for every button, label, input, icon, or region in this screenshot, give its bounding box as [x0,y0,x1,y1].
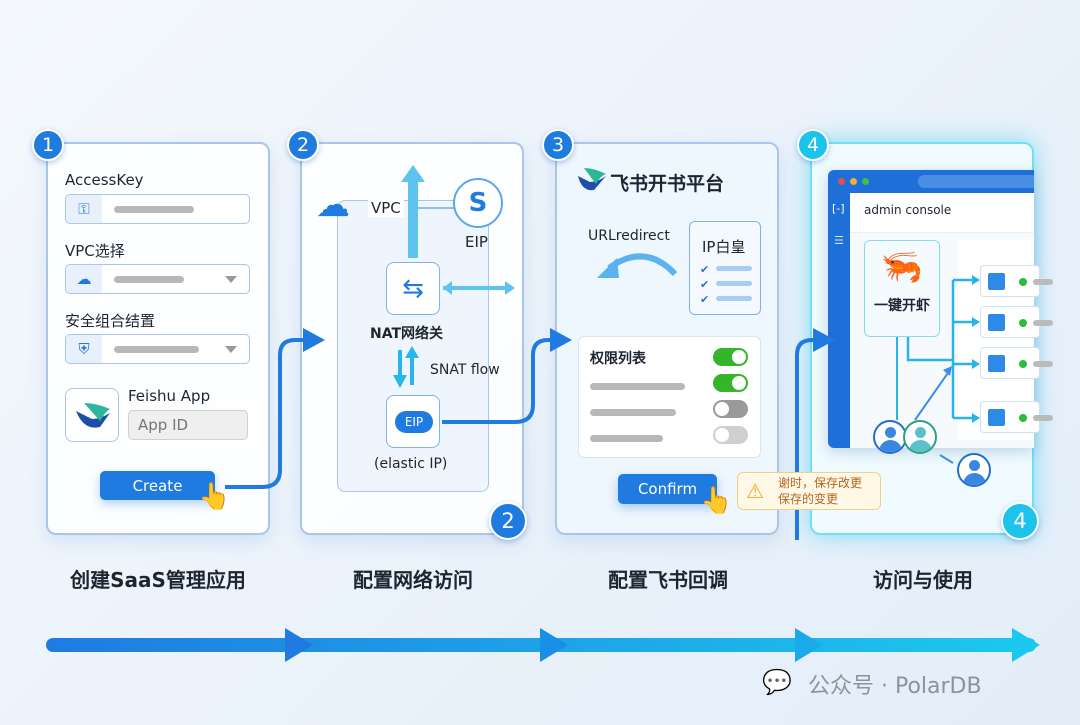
database-icon: ☰ [834,234,844,247]
confirm-button[interactable]: Confirm [618,474,717,504]
pointer-hand-icon: 👆 [198,482,231,512]
chevron-down-icon [225,346,237,353]
step-4-title: 访问与使用 [873,568,973,592]
step-badge-3: 3 [542,129,574,161]
shrimp-label: 一键开虾 [874,298,930,314]
redirect-arrow-icon [597,253,678,278]
vpc-label: VPC [368,199,404,217]
chevron-down-icon [225,276,237,283]
platform-title: 飞书开书平台 [610,173,725,195]
instance-row[interactable] [980,306,1053,338]
eip-top-label: EIP [465,233,488,251]
feishu-app-label: Feishu App [128,387,211,405]
step-badge-2: 2 [287,129,319,161]
access-key-input[interactable]: ⚿ [65,194,250,224]
one-click-deploy-card[interactable]: 🦐 一键开虾 [864,240,940,337]
snat-label: SNAT flow [430,362,500,378]
watermark: 公众号 · PolarDB [808,674,982,699]
checkmark-icons: ✔✔✔ [700,263,710,306]
toggle-knob [715,428,729,442]
permissions-title: 权限列表 [590,351,646,367]
eip-box: EIP [386,395,440,448]
user-avatar-icon [873,420,907,454]
warning-icon: ⚠ [746,479,764,503]
shrimp-icon: 🦐 [880,247,924,287]
instance-row[interactable] [980,401,1053,433]
console-connectors [896,275,980,464]
permission-toggle[interactable] [713,400,748,418]
app-id-input[interactable] [128,410,248,440]
vpc-select[interactable]: ☁ [65,264,250,294]
elastic-ip-label: (elastic IP) [374,456,448,472]
feishu-logo [65,388,119,442]
url-redirect-label: URLredirect [588,228,670,244]
vpc-label: VPC选择 [65,242,125,260]
cloud-icon: ☁ [66,265,102,293]
instance-row[interactable] [980,347,1053,379]
corner-badge-4: 4 [1001,502,1039,540]
feishu-logo [578,168,606,191]
user-avatar-icon [903,420,937,454]
security-group-label: 安全组合结置 [65,312,156,330]
security-group-select[interactable]: ⛨ [65,334,250,364]
console-title: admin console [864,203,952,217]
wechat-icon: 💬 [762,668,792,696]
nat-label: NAT网络关 [370,326,444,342]
tooltip-line-2: 保存的变更 [778,492,839,506]
step-badge-1: 1 [32,129,64,161]
instance-row[interactable] [980,265,1053,297]
save-tooltip: ⚠ 谢时，保存改更保存的变更 [737,472,881,510]
network-connectors [393,165,515,388]
toggle-knob [715,402,729,416]
eip-icon: S [453,178,503,228]
step-3-title: 配置飞书回调 [608,568,728,592]
tooltip-line-1: 谢时，保存改更 [778,476,863,490]
permission-toggle[interactable] [713,374,748,392]
user-avatar-icon [957,453,991,487]
toggle-knob [732,376,746,390]
corner-badge-2: 2 [489,502,527,540]
nat-gateway-icon: ⇆ [386,262,440,315]
eip-box-label: EIP [395,411,433,433]
create-button[interactable]: Create [100,471,215,500]
step-1-title: 创建SaaS管理应用 [70,568,246,592]
bracket-icon: [-] [832,202,845,215]
ip-doc-title: IP白皇 [702,238,746,256]
step-badge-4: 4 [797,129,829,161]
permission-toggle[interactable] [713,426,748,444]
step-2-title: 配置网络访问 [353,568,473,592]
ip-whitelist-doc: IP白皇 ✔✔✔ [689,221,761,315]
permission-toggle[interactable] [713,348,748,366]
key-icon: ⚿ [66,195,102,223]
progress-arrow-bar [46,638,1036,652]
toggle-knob [732,350,746,364]
shield-icon: ⛨ [66,335,102,363]
access-key-label: AccessKey [65,171,144,189]
pointer-hand-icon: 👆 [700,486,733,516]
vpc-cloud-icon: ☁ [316,185,350,225]
